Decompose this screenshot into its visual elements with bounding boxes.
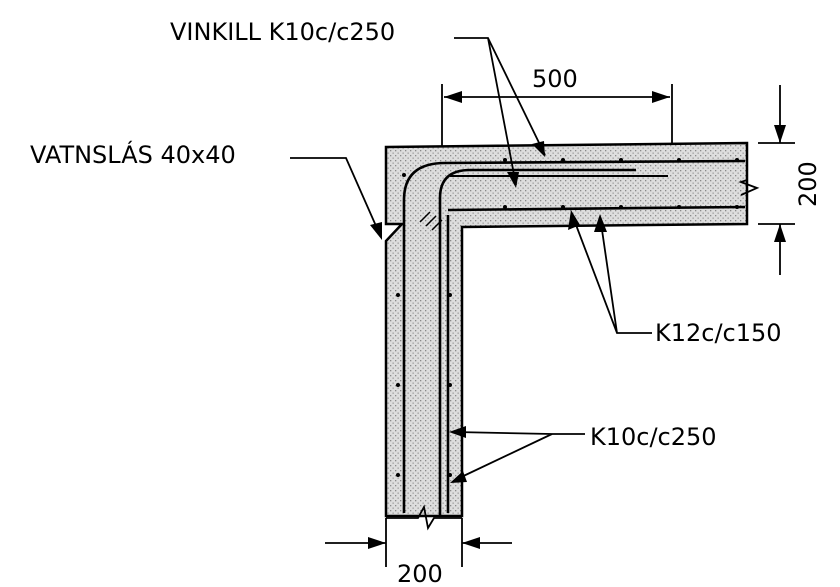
- arrow-vatnslas: [370, 222, 382, 240]
- arrow-vinkill-2: [507, 172, 519, 188]
- dim-arrow-bottom-left: [368, 537, 386, 549]
- label-vatnslas: VATNSLÁS 40x40: [30, 140, 236, 169]
- arrow-k12-1: [568, 210, 580, 230]
- dimension-right: [758, 85, 795, 275]
- arrow-vinkill-1: [532, 141, 545, 157]
- leader-k12: [572, 216, 652, 334]
- dim-arrow-right-top: [774, 125, 786, 143]
- dimension-500: 500: [532, 65, 578, 93]
- break-line-wall: [386, 504, 462, 531]
- dimension-bottom: [325, 518, 512, 567]
- label-k10: K10c/c250: [590, 423, 717, 451]
- arrow-k10-1: [449, 426, 466, 438]
- distribution-bars: [396, 158, 739, 477]
- arrow-k12-2: [594, 214, 607, 232]
- slab-bottom-rebar: [447, 205, 746, 212]
- break-line-slab: [738, 179, 760, 196]
- leader-vatnslas: [290, 157, 381, 236]
- dim-arrow-top-left: [444, 91, 462, 103]
- dim-arrow-right-bottom: [774, 224, 786, 242]
- dim-arrow-top-right: [652, 91, 670, 103]
- anchorage-hatch: [419, 211, 443, 231]
- arrow-k10-2: [450, 471, 467, 483]
- dimension-top: [441, 84, 673, 147]
- dimension-200-right: 200: [794, 161, 822, 207]
- leader-vinkill: [454, 37, 546, 186]
- dimension-200-bottom: 200: [397, 560, 443, 587]
- label-k12: K12c/c150: [655, 319, 782, 347]
- leader-k10: [454, 431, 585, 481]
- slab-top-rebar: [402, 159, 746, 300]
- label-vinkill: VINKILL K10c/c250: [170, 18, 395, 46]
- dim-arrow-bottom-right: [462, 537, 480, 549]
- vinkill-rebar: [438, 168, 636, 515]
- vatnslas-chamfer: [385, 225, 401, 242]
